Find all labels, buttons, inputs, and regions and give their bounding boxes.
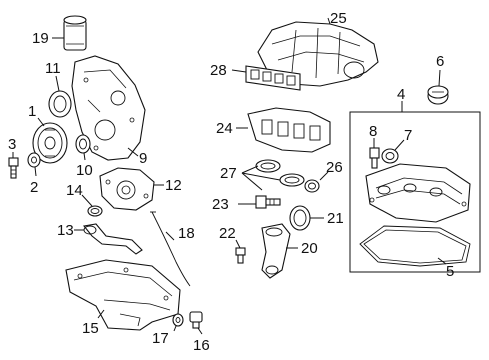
leader-14 [81, 194, 93, 207]
leader-15 [97, 309, 105, 319]
callout-15: 15 [82, 320, 99, 337]
leader-22 [235, 239, 241, 249]
part-14-o-ring [87, 205, 103, 217]
part-9-front-cover [71, 55, 146, 161]
valve-cover-group-box [349, 111, 481, 273]
callout-20: 20 [301, 240, 318, 257]
callout-8: 8 [369, 123, 377, 140]
callout-1: 1 [28, 103, 36, 120]
callout-22: 22 [219, 225, 236, 242]
callout-6: 6 [436, 53, 444, 70]
callout-13: 13 [57, 222, 74, 239]
callout-9: 9 [139, 150, 147, 167]
callout-11: 11 [45, 60, 61, 77]
leader-11 [55, 75, 60, 92]
leader-27a [241, 165, 259, 174]
callout-19: 19 [32, 30, 49, 47]
part-13-pickup-tube [82, 223, 143, 255]
part-26-o-ring [304, 179, 320, 193]
leader-27c [241, 172, 263, 191]
leader-6 [438, 69, 441, 87]
callout-labels: 1 2 3 4 5 6 7 8 9 10 11 12 13 14 15 16 1… [8, 10, 454, 354]
part-24-lower-intake [247, 107, 331, 153]
part-15-oil-pan [65, 259, 181, 331]
callout-2: 2 [30, 179, 38, 196]
part-7-grommet [381, 148, 399, 164]
leader-26 [319, 171, 329, 181]
leader-1 [37, 117, 45, 127]
leader-2 [34, 166, 37, 177]
part-23-sensor [255, 195, 281, 209]
part-10-seal [75, 134, 91, 154]
leader-9 [127, 147, 139, 157]
part-16-drain-plug [189, 311, 203, 329]
callout-16: 16 [193, 337, 210, 354]
callout-21: 21 [327, 210, 344, 227]
part-1-crank-pulley [32, 122, 68, 164]
part-5-valve-cover-gasket [359, 225, 471, 267]
callout-5: 5 [446, 263, 454, 280]
leader-27b [241, 172, 281, 181]
leader-18 [165, 231, 175, 241]
part-11-seal [48, 90, 72, 118]
part-8-pcv-valve [369, 147, 380, 169]
part-19-oil-filter [63, 15, 87, 51]
callout-28: 28 [210, 62, 227, 79]
part-20-filter-adapter [261, 223, 291, 279]
callout-7: 7 [404, 127, 412, 144]
part-3-bolt [8, 157, 19, 179]
callout-26: 26 [326, 159, 343, 176]
part-28-gasket [245, 65, 301, 91]
leader-16 [197, 327, 203, 335]
part-2-washer [27, 152, 41, 168]
part-21-seal [289, 205, 311, 231]
leader-17 [173, 325, 177, 332]
callout-27: 27 [220, 165, 237, 182]
part-17-washer [172, 313, 184, 327]
part-22-bolt [235, 247, 246, 264]
leader-28 [231, 69, 247, 73]
callout-23: 23 [212, 196, 229, 213]
leader-7 [394, 139, 405, 151]
leader-5 [437, 257, 447, 265]
leader-10 [83, 152, 86, 161]
valve-cover [365, 163, 471, 223]
part-12-oil-pump [99, 167, 155, 211]
callout-12: 12 [165, 177, 182, 194]
callout-14: 14 [66, 182, 83, 199]
callout-25: 25 [330, 10, 347, 27]
callout-17: 17 [152, 330, 169, 347]
callout-3: 3 [8, 136, 16, 153]
leader-25 [327, 17, 331, 25]
callout-4: 4 [397, 86, 405, 103]
part-18-dipstick [150, 211, 191, 287]
part-6-filler-cap [427, 85, 449, 105]
part-27-gaskets [255, 159, 305, 187]
callout-10: 10 [76, 162, 93, 179]
callout-18: 18 [178, 225, 195, 242]
callout-24: 24 [216, 120, 233, 137]
